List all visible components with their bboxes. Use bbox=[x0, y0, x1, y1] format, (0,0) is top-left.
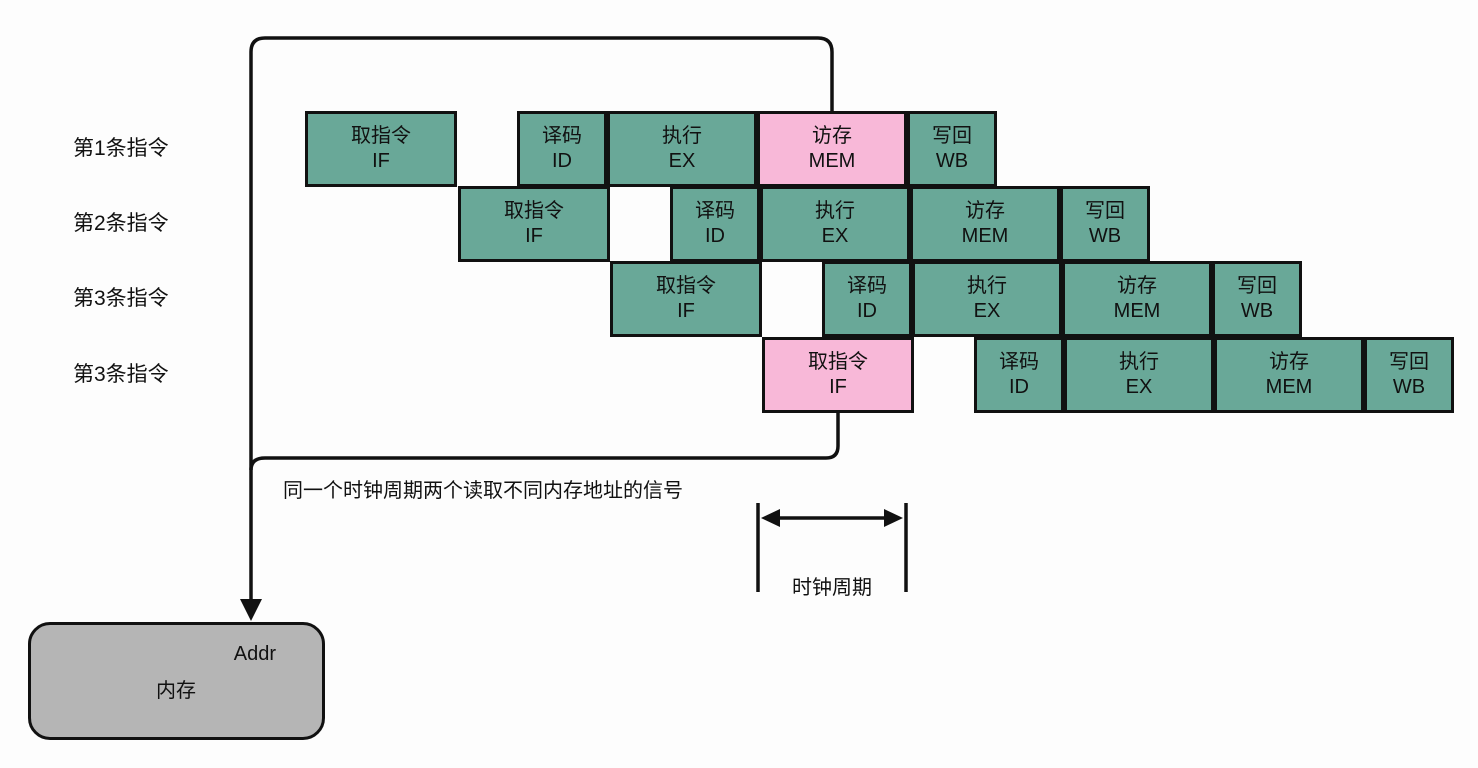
memory-addr-port-label: Addr bbox=[233, 643, 276, 665]
stage-box-id: 译码 ID bbox=[517, 111, 607, 187]
memory-label: 内存 bbox=[156, 680, 196, 702]
stage-abbr: ID bbox=[1009, 376, 1029, 398]
row-label: 第1条指令 bbox=[73, 137, 169, 160]
stage-name: 执行 bbox=[967, 275, 1007, 297]
stage-name: 访存 bbox=[812, 125, 852, 147]
stage-name: 执行 bbox=[815, 200, 855, 222]
stage-name: 写回 bbox=[932, 125, 972, 147]
stage-abbr: MEM bbox=[1113, 300, 1161, 322]
stage-box-if: 取指令 IF bbox=[458, 186, 610, 262]
stage-box-mem: 访存 MEM bbox=[1062, 261, 1212, 337]
stage-name: 执行 bbox=[1119, 351, 1159, 373]
stage-abbr: EX bbox=[821, 225, 849, 247]
stage-name: 访存 bbox=[1117, 275, 1157, 297]
stage-name: 译码 bbox=[695, 200, 735, 222]
stage-abbr: ID bbox=[552, 150, 572, 172]
stage-name: 写回 bbox=[1389, 351, 1429, 373]
stage-name: 取指令 bbox=[351, 125, 411, 147]
stage-name: 取指令 bbox=[808, 351, 868, 373]
stage-abbr: MEM bbox=[1265, 376, 1313, 398]
stage-box-wb: 写回 WB bbox=[1060, 186, 1150, 262]
memory-arrowhead-icon bbox=[240, 599, 262, 621]
clock-arrowhead-left-icon bbox=[761, 509, 780, 527]
stage-abbr: EX bbox=[668, 150, 696, 172]
stage-box-id: 译码 ID bbox=[670, 186, 760, 262]
stage-box-ex: 执行 EX bbox=[1064, 337, 1214, 413]
stage-box-mem: 访存 MEM bbox=[757, 111, 907, 187]
stage-box-id: 译码 ID bbox=[974, 337, 1064, 413]
stage-abbr: WB bbox=[1392, 376, 1426, 398]
stage-box-ex: 执行 EX bbox=[912, 261, 1062, 337]
memory-box: Addr 内存 bbox=[28, 622, 325, 740]
clock-period-label: 时钟周期 bbox=[792, 577, 872, 599]
stage-abbr: IF bbox=[829, 376, 847, 398]
mem-access-connector-top bbox=[249, 36, 834, 602]
stage-abbr: IF bbox=[677, 300, 695, 322]
stage-abbr: MEM bbox=[961, 225, 1009, 247]
row-label: 第3条指令 bbox=[73, 287, 169, 310]
annotation-text: 同一个时钟周期两个读取不同内存地址的信号 bbox=[283, 480, 683, 502]
stage-name: 译码 bbox=[542, 125, 582, 147]
stage-abbr: EX bbox=[1125, 376, 1153, 398]
stage-name: 执行 bbox=[662, 125, 702, 147]
row-label: 第3条指令 bbox=[73, 363, 169, 386]
stage-box-wb: 写回 WB bbox=[907, 111, 997, 187]
stage-name: 写回 bbox=[1085, 200, 1125, 222]
stage-name: 取指令 bbox=[656, 275, 716, 297]
stage-abbr: WB bbox=[935, 150, 969, 172]
stage-box-if: 取指令 IF bbox=[762, 337, 914, 413]
stage-name: 取指令 bbox=[504, 200, 564, 222]
stage-box-ex: 执行 EX bbox=[607, 111, 757, 187]
stage-abbr: IF bbox=[525, 225, 543, 247]
clock-period-indicator bbox=[756, 503, 908, 592]
stage-abbr: WB bbox=[1088, 225, 1122, 247]
stage-box-if: 取指令 IF bbox=[305, 111, 457, 187]
stage-name: 译码 bbox=[847, 275, 887, 297]
stage-box-wb: 写回 WB bbox=[1212, 261, 1302, 337]
row-label: 第2条指令 bbox=[73, 212, 169, 235]
clock-arrowhead-right-icon bbox=[884, 509, 903, 527]
stage-abbr: EX bbox=[973, 300, 1001, 322]
stage-abbr: MEM bbox=[808, 150, 856, 172]
stage-box-mem: 访存 MEM bbox=[910, 186, 1060, 262]
stage-box-id: 译码 ID bbox=[822, 261, 912, 337]
stage-abbr: ID bbox=[705, 225, 725, 247]
stage-name: 访存 bbox=[965, 200, 1005, 222]
stage-name: 访存 bbox=[1269, 351, 1309, 373]
stage-box-if: 取指令 IF bbox=[610, 261, 762, 337]
mem-access-connector-bottom bbox=[249, 412, 840, 471]
stage-abbr: ID bbox=[857, 300, 877, 322]
stage-box-ex: 执行 EX bbox=[760, 186, 910, 262]
stage-abbr: IF bbox=[372, 150, 390, 172]
stage-name: 写回 bbox=[1237, 275, 1277, 297]
stage-name: 译码 bbox=[999, 351, 1039, 373]
stage-abbr: WB bbox=[1240, 300, 1274, 322]
stage-box-mem: 访存 MEM bbox=[1214, 337, 1364, 413]
stage-box-wb: 写回 WB bbox=[1364, 337, 1454, 413]
